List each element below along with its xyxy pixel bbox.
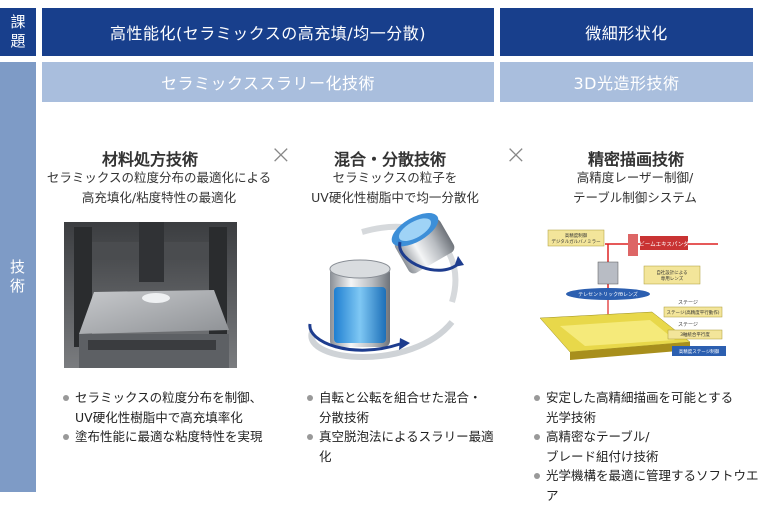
beam-expander-label: ビームエキスパンダ [639, 240, 689, 248]
list-item: 真空脱泡法によるスラリー最適化 [306, 427, 506, 466]
stage-label: ステージ [678, 300, 698, 306]
column-title-mixing: 混合・分散技術 [333, 150, 446, 169]
bullets-mixing: 自転と公転を組合せた混合・分散技術 真空脱泡法によるスラリー最適化 [306, 388, 506, 466]
mixing-illustration [308, 213, 464, 360]
printer-photo [64, 222, 237, 368]
list-item: 自転と公転を組合せた混合・分散技術 [306, 388, 506, 427]
times-symbol-2: × [505, 140, 527, 170]
issue-performance: 高性能化(セラミックスの高充填/均一分散) [42, 8, 494, 56]
svg-text:デジタルガルバノミラー: デジタルガルバノミラー [551, 238, 601, 245]
blade-label: ステージ(高精度平行動作) [667, 309, 720, 316]
svg-text:専用レンズ: 専用レンズ [661, 275, 684, 282]
issue-miniaturization: 微細形状化 [500, 8, 753, 56]
telecentric-label: テレセントリックfθレンズ [578, 291, 638, 298]
bullets-material: セラミックスの粒度分布を制御、UV硬化性樹脂中で高充填率化 塗布性能に最適な粘度… [62, 388, 282, 447]
blade2-label: 3軸統合平行度 [680, 331, 710, 338]
column-desc-drawing: 高精度レーザー制御/テーブル制御システム [573, 170, 697, 205]
list-item: 安定した高精細描画を可能とする光学技術 [533, 388, 759, 427]
tech-3d-printing: 3D光造形技術 [500, 62, 753, 102]
stage2-label: ステージ [678, 322, 698, 328]
bullets-drawing: 安定した高精細描画を可能とする光学技術 高精密なテーブル/ブレード組付け技術 光… [533, 388, 759, 505]
column-title-drawing: 精密描画技術 [587, 150, 684, 169]
table-label: 高精度ステージ制御 [679, 348, 720, 355]
svg-text:自社設計による: 自社設計による [656, 269, 687, 276]
list-item: 高精密なテーブル/ブレード組付け技術 [533, 427, 759, 466]
side-label-kadai: 課題 [0, 8, 36, 56]
list-item: 塗布性能に最適な粘度特性を実現 [62, 427, 282, 447]
side-label-gijutsu: 技術 [0, 62, 36, 492]
times-symbol-1: × [270, 140, 292, 170]
list-item: 光学機構を最適に管理するソフトウエア [533, 466, 759, 505]
column-title-material: 材料処方技術 [101, 150, 198, 169]
list-item: セラミックスの粒度分布を制御、UV硬化性樹脂中で高充填率化 [62, 388, 282, 427]
tech-slurry: セラミックススラリー化技術 [42, 62, 494, 102]
column-desc-material: セラミックスの粒度分布の最適化による高充填化/粘度特性の最適化 [46, 170, 272, 205]
mirror-label: 高精度制御 [565, 232, 588, 239]
laser-system-schematic: ビームエキスパンダ 高精度制御 デジタルガルバノミラー 自社設計による 専用レン… [540, 222, 730, 368]
